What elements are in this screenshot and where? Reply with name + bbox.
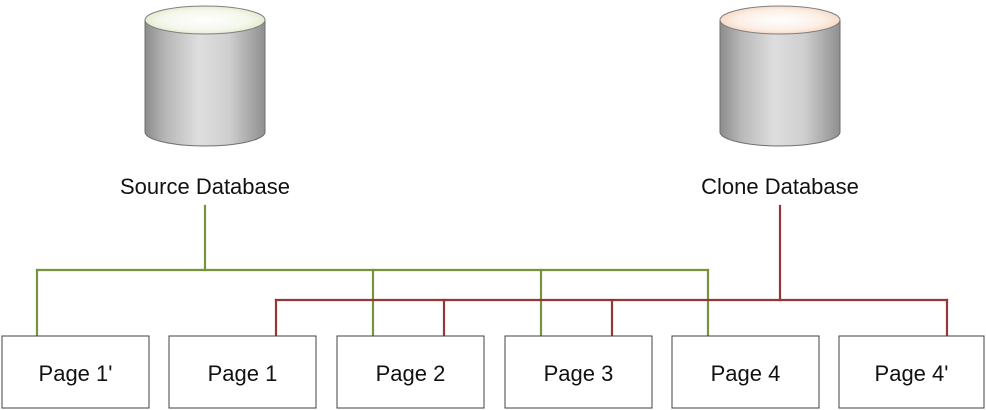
page-box: Page 4	[671, 335, 820, 409]
source-connector-lines	[35, 204, 710, 338]
page-box: Page 4'	[838, 335, 985, 409]
page-label: Page 4	[711, 361, 781, 386]
page-box: Page 1	[168, 335, 317, 409]
page-box: Page 3	[504, 335, 653, 409]
clone-database-label: Clone Database	[701, 174, 859, 199]
source-database-label: Source Database	[120, 174, 290, 199]
page-label: Page 3	[544, 361, 614, 386]
clone-connector-lines	[274, 204, 949, 338]
clone-database-icon	[719, 5, 841, 147]
page-box: Page 2	[336, 335, 485, 409]
source-database-icon	[144, 5, 266, 147]
page-label: Page 4'	[875, 361, 949, 386]
page-label: Page 1'	[39, 361, 113, 386]
page-box: Page 1'	[1, 335, 150, 409]
page-label: Page 2	[376, 361, 446, 386]
page-label: Page 1	[208, 361, 278, 386]
page-boxes: Page 1' Page 1 Page 2 Page 3 Page 4 Page…	[1, 335, 985, 409]
